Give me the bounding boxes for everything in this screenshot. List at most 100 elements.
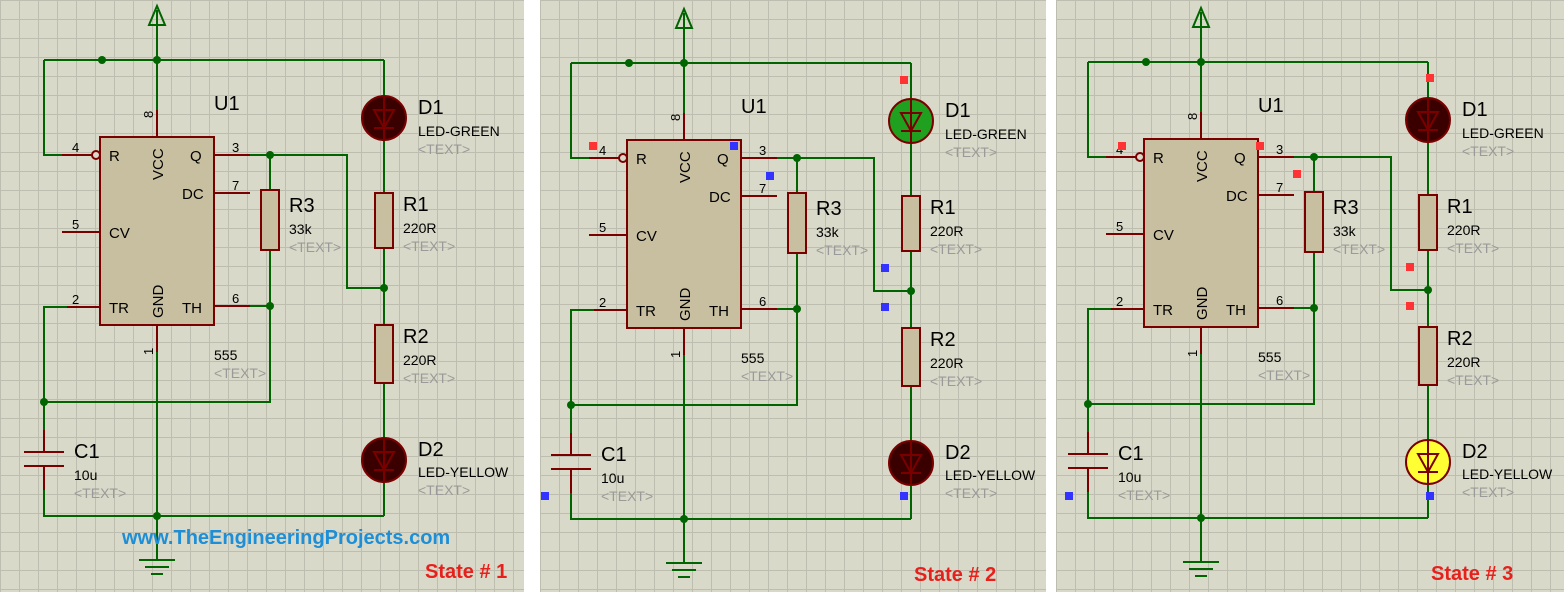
r2-ref: R2	[403, 326, 429, 348]
ground-symbol	[139, 559, 175, 575]
r3-value: 33k	[289, 221, 313, 237]
d1-value: LED-GREEN	[418, 123, 500, 139]
schematic-svg: U1 555 <TEXT> R Q DC CV TR TH VCC GND 4 …	[541, 6, 1036, 586]
ic-pin-r: R	[636, 151, 647, 168]
pin-number-1: 1	[141, 348, 156, 355]
logic-probe-marker	[1293, 170, 1301, 178]
ic-part: 555	[214, 347, 238, 363]
ic-pin-q: Q	[717, 151, 729, 168]
capacitor-c1	[24, 430, 64, 490]
pin-number-8: 8	[1185, 113, 1200, 120]
schematic-svg: U1 555 <TEXT> R Q DC CV TR TH VCC GND 4 …	[1065, 5, 1553, 585]
ground-symbol	[666, 562, 702, 578]
pin-number-1: 1	[668, 351, 683, 358]
ic-ref: U1	[741, 96, 767, 118]
schematic-panel-state-3: U1 555 <TEXT> R Q DC CV TR TH VCC GND 4 …	[1056, 0, 1564, 592]
ground-symbol	[1183, 561, 1219, 577]
state-label: State # 2	[914, 564, 996, 586]
d1-text: <TEXT>	[418, 141, 470, 157]
c1-ref: C1	[74, 441, 100, 463]
pin-number-8: 8	[141, 111, 156, 118]
d2-value: LED-YELLOW	[1462, 466, 1553, 482]
r3-value: 33k	[816, 224, 840, 240]
ic-pin-gnd: GND	[150, 285, 167, 319]
r1-value: 220R	[403, 220, 436, 236]
logic-probe-marker	[1118, 142, 1126, 150]
ic-pin-q: Q	[1234, 150, 1246, 167]
led-d2	[888, 440, 934, 486]
pin-number-4: 4	[599, 143, 606, 158]
ic-pin-tr: TR	[109, 300, 129, 317]
c1-text: <TEXT>	[601, 488, 653, 504]
c1-ref: C1	[601, 444, 627, 466]
ic-text: <TEXT>	[741, 368, 793, 384]
logic-probe-marker	[881, 303, 889, 311]
logic-probe-marker	[1256, 142, 1264, 150]
capacitor-c1	[551, 433, 591, 493]
ic-pin-cv: CV	[636, 228, 657, 245]
ic-pin-tr: TR	[1153, 302, 1173, 319]
led-d2	[361, 437, 407, 483]
pin-number-7: 7	[232, 178, 239, 193]
ic-pin-r: R	[1153, 150, 1164, 167]
ic-pin-vcc: VCC	[677, 151, 694, 183]
r3-text: <TEXT>	[816, 242, 868, 258]
led-d1	[361, 95, 407, 141]
d1-value: LED-GREEN	[945, 126, 1027, 142]
pin-number-6: 6	[232, 291, 239, 306]
r1-text: <TEXT>	[403, 238, 455, 254]
d1-ref: D1	[945, 100, 971, 122]
logic-probe-marker	[1406, 302, 1414, 310]
logic-probes	[541, 76, 908, 500]
pin-number-3: 3	[759, 143, 766, 158]
ic-part: 555	[1258, 349, 1282, 365]
state-label: State # 1	[425, 561, 507, 583]
r3-value: 33k	[1333, 223, 1357, 239]
r2-text: <TEXT>	[1447, 372, 1499, 388]
pin-number-7: 7	[1276, 180, 1283, 195]
r1-value: 220R	[1447, 222, 1480, 238]
ic-pin-th: TH	[1226, 302, 1246, 319]
ic-ref: U1	[214, 93, 240, 115]
resistor-r2	[1418, 326, 1438, 386]
r1-text: <TEXT>	[930, 241, 982, 257]
d2-text: <TEXT>	[418, 482, 470, 498]
ic-pin-q: Q	[190, 148, 202, 165]
ic-pin-vcc: VCC	[1194, 150, 1211, 182]
ic-pin-th: TH	[182, 300, 202, 317]
wires	[1087, 27, 1429, 562]
power-terminal	[1191, 5, 1211, 28]
r1-ref: R1	[1447, 196, 1473, 218]
r1-ref: R1	[403, 194, 429, 216]
pin-number-4: 4	[72, 140, 79, 155]
junctions	[40, 56, 388, 520]
ic-part: 555	[741, 350, 765, 366]
pin-number-6: 6	[759, 294, 766, 309]
pin-number-1: 1	[1185, 350, 1200, 357]
ic-pin-gnd: GND	[1194, 287, 1211, 321]
logic-probe-marker	[730, 142, 738, 150]
ic-555	[62, 110, 250, 352]
ic-pin-dc: DC	[1226, 188, 1248, 205]
d1-value: LED-GREEN	[1462, 125, 1544, 141]
ic-pin-gnd: GND	[677, 288, 694, 322]
resistor-r3	[787, 192, 807, 254]
r2-ref: R2	[930, 329, 956, 351]
r1-ref: R1	[930, 197, 956, 219]
logic-probe-marker	[1406, 263, 1414, 271]
ic-pin-cv: CV	[109, 225, 130, 242]
state-label: State # 3	[1431, 563, 1513, 585]
c1-value: 10u	[1118, 469, 1141, 485]
c1-value: 10u	[601, 470, 624, 486]
d2-ref: D2	[945, 442, 971, 464]
r1-value: 220R	[930, 223, 963, 239]
logic-probe-marker	[1426, 492, 1434, 500]
pin-number-3: 3	[1276, 142, 1283, 157]
watermark-text: www.TheEngineeringProjects.com	[121, 527, 450, 549]
resistor-r1	[901, 195, 921, 252]
pin-number-2: 2	[1116, 294, 1123, 309]
r3-ref: R3	[289, 195, 315, 217]
capacitor-c1	[1068, 432, 1108, 492]
pin-number-5: 5	[72, 217, 79, 232]
d1-text: <TEXT>	[1462, 143, 1514, 159]
